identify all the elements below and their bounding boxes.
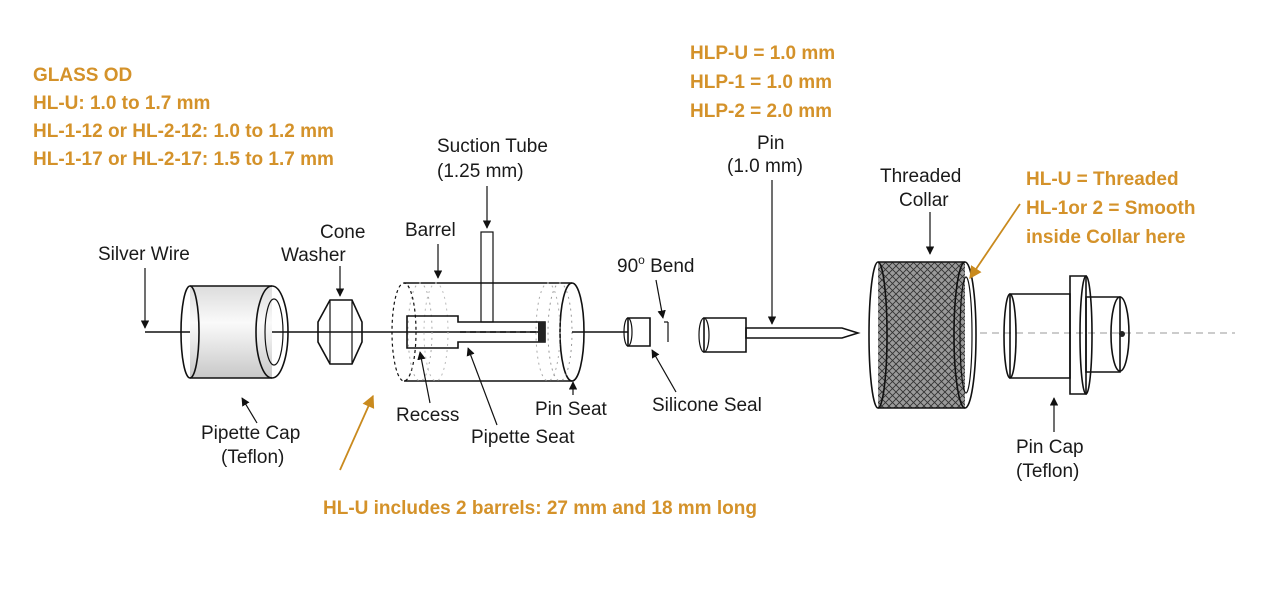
label-threaded: Threaded bbox=[880, 166, 961, 187]
glass-od-hlu: HL-U: 1.0 to 1.7 mm bbox=[33, 93, 210, 114]
glass-od-note: GLASS OD HL-U: 1.0 to 1.7 mm HL-1-12 or … bbox=[33, 65, 334, 170]
pin bbox=[698, 317, 861, 353]
glass-od-title: GLASS OD bbox=[33, 65, 132, 86]
label-barrel: Barrel bbox=[405, 220, 456, 241]
label-suction-tube: Suction Tube bbox=[437, 136, 548, 157]
label-pin: Pin bbox=[757, 133, 784, 154]
collar-note-line1: HL-U = Threaded bbox=[1026, 169, 1179, 190]
leader-lines bbox=[140, 180, 1059, 471]
label-silver-wire: Silver Wire bbox=[98, 244, 190, 265]
pin-cap bbox=[1003, 275, 1130, 395]
label-pipette-seat: Pipette Seat bbox=[471, 427, 575, 448]
barrel bbox=[391, 231, 585, 382]
pipette-cap bbox=[180, 285, 289, 379]
label-pin-cap-material: (Teflon) bbox=[1016, 461, 1079, 482]
label-pipette-cap: Pipette Cap bbox=[201, 423, 300, 444]
label-pipette-cap-material: (Teflon) bbox=[221, 447, 284, 468]
threaded-collar bbox=[868, 261, 977, 409]
label-recess: Recess bbox=[396, 405, 459, 426]
glass-od-hl12: HL-1-12 or HL-2-12: 1.0 to 1.2 mm bbox=[33, 121, 334, 142]
pin-size-hlp1: HLP-1 = 1.0 mm bbox=[690, 72, 832, 93]
label-pin-seat: Pin Seat bbox=[535, 399, 608, 420]
label-collar: Collar bbox=[899, 190, 949, 211]
barrels-note: HL-U includes 2 barrels: 27 mm and 18 mm… bbox=[323, 498, 757, 519]
cone-washer bbox=[317, 299, 363, 365]
pin-size-hlpu: HLP-U = 1.0 mm bbox=[690, 43, 835, 64]
label-pin-size: (1.0 mm) bbox=[727, 156, 803, 177]
pin-sizes-note: HLP-U = 1.0 mm HLP-1 = 1.0 mm HLP-2 = 2.… bbox=[690, 43, 835, 122]
label-washer: Washer bbox=[281, 245, 346, 266]
collar-note: HL-U = Threaded HL-1or 2 = Smooth inside… bbox=[1026, 169, 1195, 248]
pin-size-hlp2: HLP-2 = 2.0 mm bbox=[690, 101, 832, 122]
label-bend: 90o Bend bbox=[617, 253, 694, 277]
label-cone: Cone bbox=[320, 222, 365, 243]
label-suction-tube-size: (1.25 mm) bbox=[437, 161, 524, 182]
label-silicone-seal: Silicone Seal bbox=[652, 395, 762, 416]
collar-note-line3: inside Collar here bbox=[1026, 227, 1185, 248]
glass-od-hl17: HL-1-17 or HL-2-17: 1.5 to 1.7 mm bbox=[33, 149, 334, 170]
label-pin-cap: Pin Cap bbox=[1016, 437, 1084, 458]
silicone-seal bbox=[572, 317, 669, 347]
collar-note-line2: HL-1or 2 = Smooth bbox=[1026, 198, 1195, 219]
